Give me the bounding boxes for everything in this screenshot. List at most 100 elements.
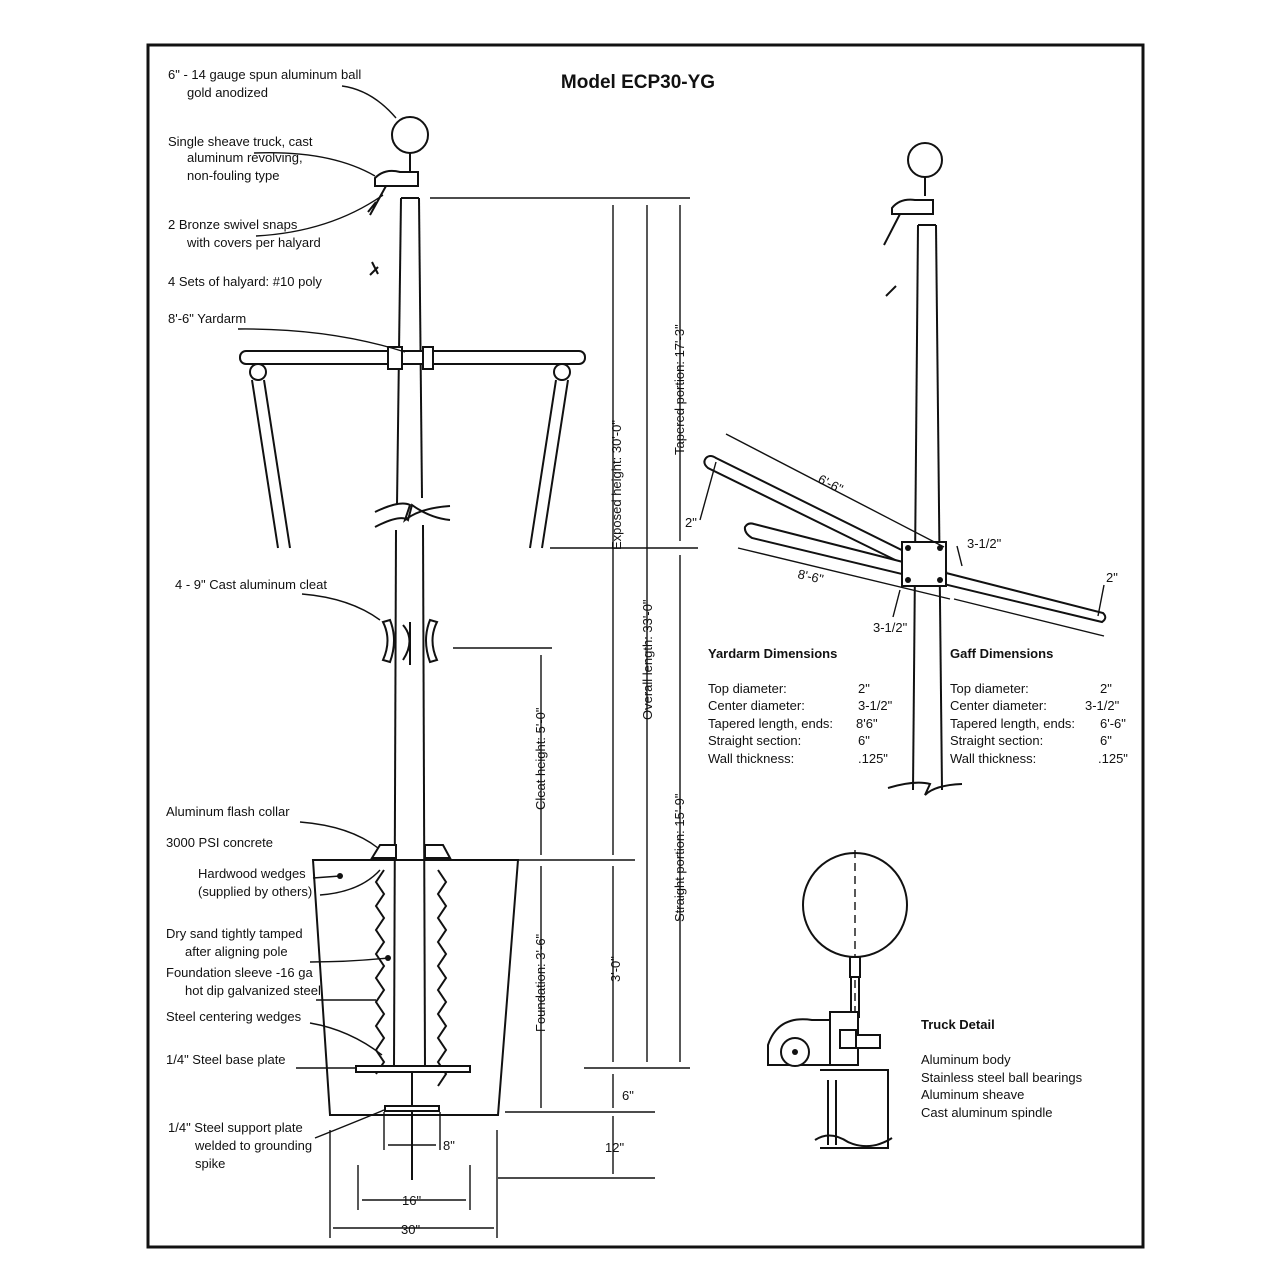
- shaft-break-bottom: [374, 503, 451, 528]
- yardarm-row-value: 3-1/2": [858, 698, 893, 713]
- sleeve-left: [374, 869, 386, 1075]
- main-pole: [239, 116, 586, 1180]
- gaff-row-value: .125": [1098, 751, 1128, 766]
- truck-detail-item: Aluminum sheave: [921, 1087, 1024, 1102]
- truck: [374, 169, 419, 187]
- eight-inch-label: 8": [443, 1138, 455, 1153]
- baseplate-label: 1/4" Steel base plate: [166, 1052, 286, 1067]
- ball-label-2: gold anodized: [187, 85, 268, 100]
- overall-length-label: Overall length: 33'-0": [640, 599, 655, 720]
- thirty-inch-label: 30": [401, 1222, 420, 1237]
- truck-label-2: aluminum revolving,: [187, 150, 303, 165]
- truck-label-1: Single sheave truck, cast: [168, 134, 313, 149]
- sand-label-2: after aligning pole: [185, 944, 288, 959]
- twelve-inch-label: 12": [605, 1140, 624, 1155]
- yardarm-brace-right: [529, 379, 569, 549]
- yardarm-row-label: Tapered length, ends:: [708, 716, 833, 731]
- snaps-label-1: 2 Bronze swivel snaps: [168, 217, 298, 232]
- truck-detail-item: Cast aluminum spindle: [921, 1105, 1053, 1120]
- frame-border: [146, 43, 1145, 1249]
- flash-collar-left: [370, 844, 397, 859]
- support-label-2: welded to grounding: [194, 1138, 312, 1153]
- shaft-break-top: [374, 502, 451, 523]
- truck-detail-notes: Truck Detail Aluminum body Stainless ste…: [921, 1017, 1083, 1120]
- cleat-height-label: Cleat height: 5'-0": [533, 707, 548, 810]
- yardarm-row-label: Center diameter:: [708, 698, 805, 713]
- leader-lines: [237, 85, 406, 1139]
- truck-detail-item: Aluminum body: [921, 1052, 1011, 1067]
- truck-detail-pole: [820, 1069, 889, 1149]
- yardarm-brace-left: [251, 379, 291, 549]
- sixteen-inch-label: 16": [402, 1193, 421, 1208]
- model-title: Model ECP30-YG: [561, 72, 715, 93]
- gaff-row-label: Center diameter:: [950, 698, 1047, 713]
- gaff-length-label: 6'-6": [816, 471, 846, 496]
- truck-detail-item: Stainless steel ball bearings: [921, 1070, 1083, 1085]
- callout-labels: 6" - 14 gauge spun aluminum ball gold an…: [166, 67, 361, 1171]
- yardarm-label: 8'-6" Yardarm: [168, 311, 246, 326]
- tapered-portion-label: Tapered portion: 17'-3": [672, 324, 687, 455]
- support-plate: [384, 1105, 440, 1112]
- truck-detail-drawing: [767, 850, 908, 1149]
- wedges-label-1: Hardwood wedges: [198, 866, 306, 881]
- dimension-lines: [329, 197, 698, 1238]
- gaff-row-label: Top diameter:: [950, 681, 1029, 696]
- finial-ball: [391, 116, 429, 154]
- gaff-end-label: 2": [685, 515, 697, 530]
- sleeve-right: [436, 869, 448, 1087]
- yardarm-row-value: 2": [858, 681, 870, 696]
- gaff-table-heading: Gaff Dimensions: [950, 646, 1053, 661]
- yardarm-row-label: Top diameter:: [708, 681, 787, 696]
- support-label-1: 1/4" Steel support plate: [168, 1120, 303, 1135]
- yardarm-bar: [239, 350, 586, 365]
- sleeve-label-2: hot dip galvanized steel: [185, 983, 321, 998]
- foundation-label: Foundation: 3'-6": [533, 933, 548, 1032]
- concrete-foundation: [311, 859, 520, 1116]
- centering-label: Steel centering wedges: [166, 1009, 302, 1024]
- cleat-right: [425, 618, 439, 664]
- gaff-row-value: 6'-6": [1100, 716, 1126, 731]
- dimension-labels: Exposed height: 30'-0" Overall length: 3…: [401, 324, 687, 1237]
- yard-end-label: 2": [1106, 570, 1118, 585]
- cleat-label: 4 - 9" Cast aluminum cleat: [175, 577, 327, 592]
- base-plate: [355, 1065, 471, 1073]
- yard-length-label: 8'-6": [796, 566, 825, 587]
- gaff-row-label: Straight section:: [950, 733, 1043, 748]
- swivel-snaps: [367, 185, 387, 276]
- yardarm-row-value: .125": [858, 751, 888, 766]
- yardarm-row-value: 6": [858, 733, 870, 748]
- sand-label-1: Dry sand tightly tamped: [166, 926, 303, 941]
- cleat-left: [381, 618, 395, 664]
- gaff-row-value: 6": [1100, 733, 1112, 748]
- gaff-dimensions-table: Gaff Dimensions Top diameter: 2" Center …: [950, 646, 1128, 766]
- straight-portion-label: Straight portion: 15'-9": [672, 793, 687, 922]
- truck-label-3: non-fouling type: [187, 168, 280, 183]
- wedges-label-2: (supplied by others): [198, 884, 312, 899]
- exposed-height-label: Exposed height: 30'-0": [609, 420, 624, 550]
- yardarm-gaff-detail: 6'-6" 8'-6" 2" 2" 3-1/2" 3-1/2": [685, 142, 1118, 796]
- gaff-row-value: 2": [1100, 681, 1112, 696]
- three-foot-label: 3'-0": [608, 956, 623, 982]
- concrete-label: 3000 PSI concrete: [166, 835, 273, 850]
- cleat-center: [402, 622, 411, 665]
- yardarm-table-heading: Yardarm Dimensions: [708, 646, 837, 661]
- snaps-label-2: with covers per halyard: [186, 235, 321, 250]
- collar-label: Aluminum flash collar: [166, 804, 290, 819]
- truck-detail-heading: Truck Detail: [921, 1017, 995, 1032]
- yardarm-row-value: 8'6": [856, 716, 878, 731]
- yardarm-dimensions-table: Yardarm Dimensions Top diameter: 2" Cent…: [708, 646, 893, 766]
- gaff-row-value: 3-1/2": [1085, 698, 1120, 713]
- support-label-3: spike: [195, 1156, 225, 1171]
- halyard-label: 4 Sets of halyard: #10 poly: [168, 274, 322, 289]
- ball-label-1: 6" - 14 gauge spun aluminum ball: [168, 67, 361, 82]
- yardarm-row-label: Straight section:: [708, 733, 801, 748]
- sleeve-label-1: Foundation sleeve -16 ga: [166, 965, 313, 980]
- six-inch-label: 6": [622, 1088, 634, 1103]
- center-dia-label-b: 3-1/2": [873, 620, 908, 635]
- gaff-row-label: Wall thickness:: [950, 751, 1036, 766]
- yardarm-row-label: Wall thickness:: [708, 751, 794, 766]
- center-dia-label-a: 3-1/2": [967, 536, 1002, 551]
- gaff-row-label: Tapered length, ends:: [950, 716, 1075, 731]
